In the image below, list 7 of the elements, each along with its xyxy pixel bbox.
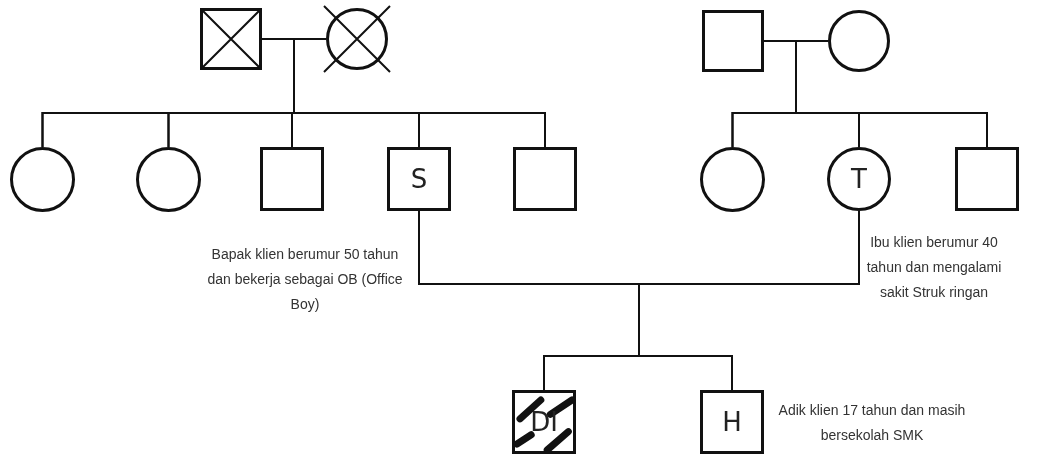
initial-label: T xyxy=(851,166,867,192)
initial-label: S xyxy=(410,166,428,192)
note-text: Adik klien 17 tahun dan masih bersekolah SMK xyxy=(777,401,967,445)
initial-label: H xyxy=(722,409,742,435)
note-text: Ibu klien berumur 40 tahun dan mengalami sakit Struk ringan xyxy=(866,233,1002,302)
initial-label: DI xyxy=(530,409,558,435)
note-text: Bapak klien berumur 50 tahun dan bekerja sebagai OB (Office Boy) xyxy=(206,245,404,314)
